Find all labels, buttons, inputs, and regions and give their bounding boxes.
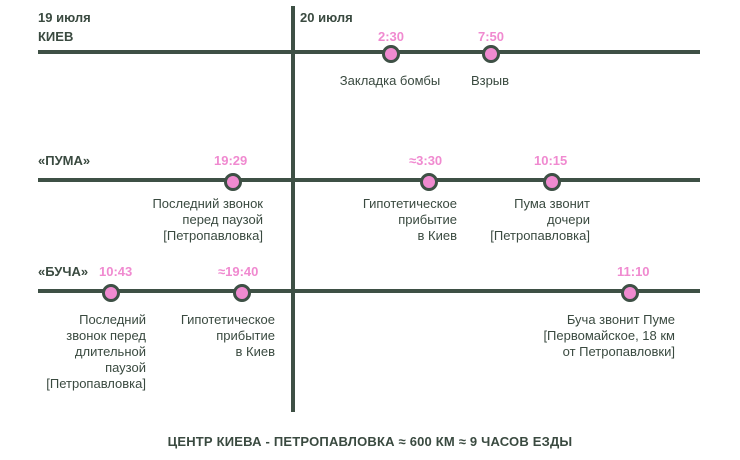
event-label: Гипотетическое прибытие в Киев [180,312,275,359]
day-divider-line [291,6,295,412]
event-marker [621,284,639,302]
event-label: Пума звонит дочери [Петропавловка] [490,196,590,243]
row-label-kiev: КИЕВ [38,29,74,44]
event-label: Взрыв [470,73,510,88]
event-marker [224,173,242,191]
event-time: 2:30 [378,29,405,44]
date-left: 19 июля [38,10,91,25]
event-label: Закладка бомбы [339,73,441,88]
event-time: 11:10 [617,264,650,279]
timeline-line-kiev [38,50,700,54]
event-marker [382,45,400,63]
event-marker [420,173,438,191]
event-time: ≈3:30 [409,153,443,168]
event-label: Последний звонок перед длительной паузой… [46,312,146,391]
date-right: 20 июля [300,10,353,25]
event-marker [102,284,120,302]
event-time: 10:43 [99,264,133,279]
event-label: Гипотетическое прибытие в Киев [362,196,457,243]
timeline-line-puma [38,178,700,182]
event-marker [482,45,500,63]
timeline-line-bucha [38,289,700,293]
row-label-puma: «ПУМА» [38,153,91,168]
row-label-bucha: «БУЧА» [38,264,89,279]
event-time: ≈19:40 [218,264,259,279]
distance-note: ЦЕНТР КИЕВА - ПЕТРОПАВЛОВКА ≈ 600 КМ ≈ 9… [167,434,573,449]
event-time: 10:15 [534,153,568,168]
event-time: 7:50 [478,29,505,44]
event-marker [233,284,251,302]
event-label: Последний звонок перед паузой [Петропавл… [152,196,263,243]
event-marker [543,173,561,191]
event-label: Буча звонит Пуме [Первомайское, 18 км от… [543,312,675,359]
event-time: 19:29 [214,153,248,168]
